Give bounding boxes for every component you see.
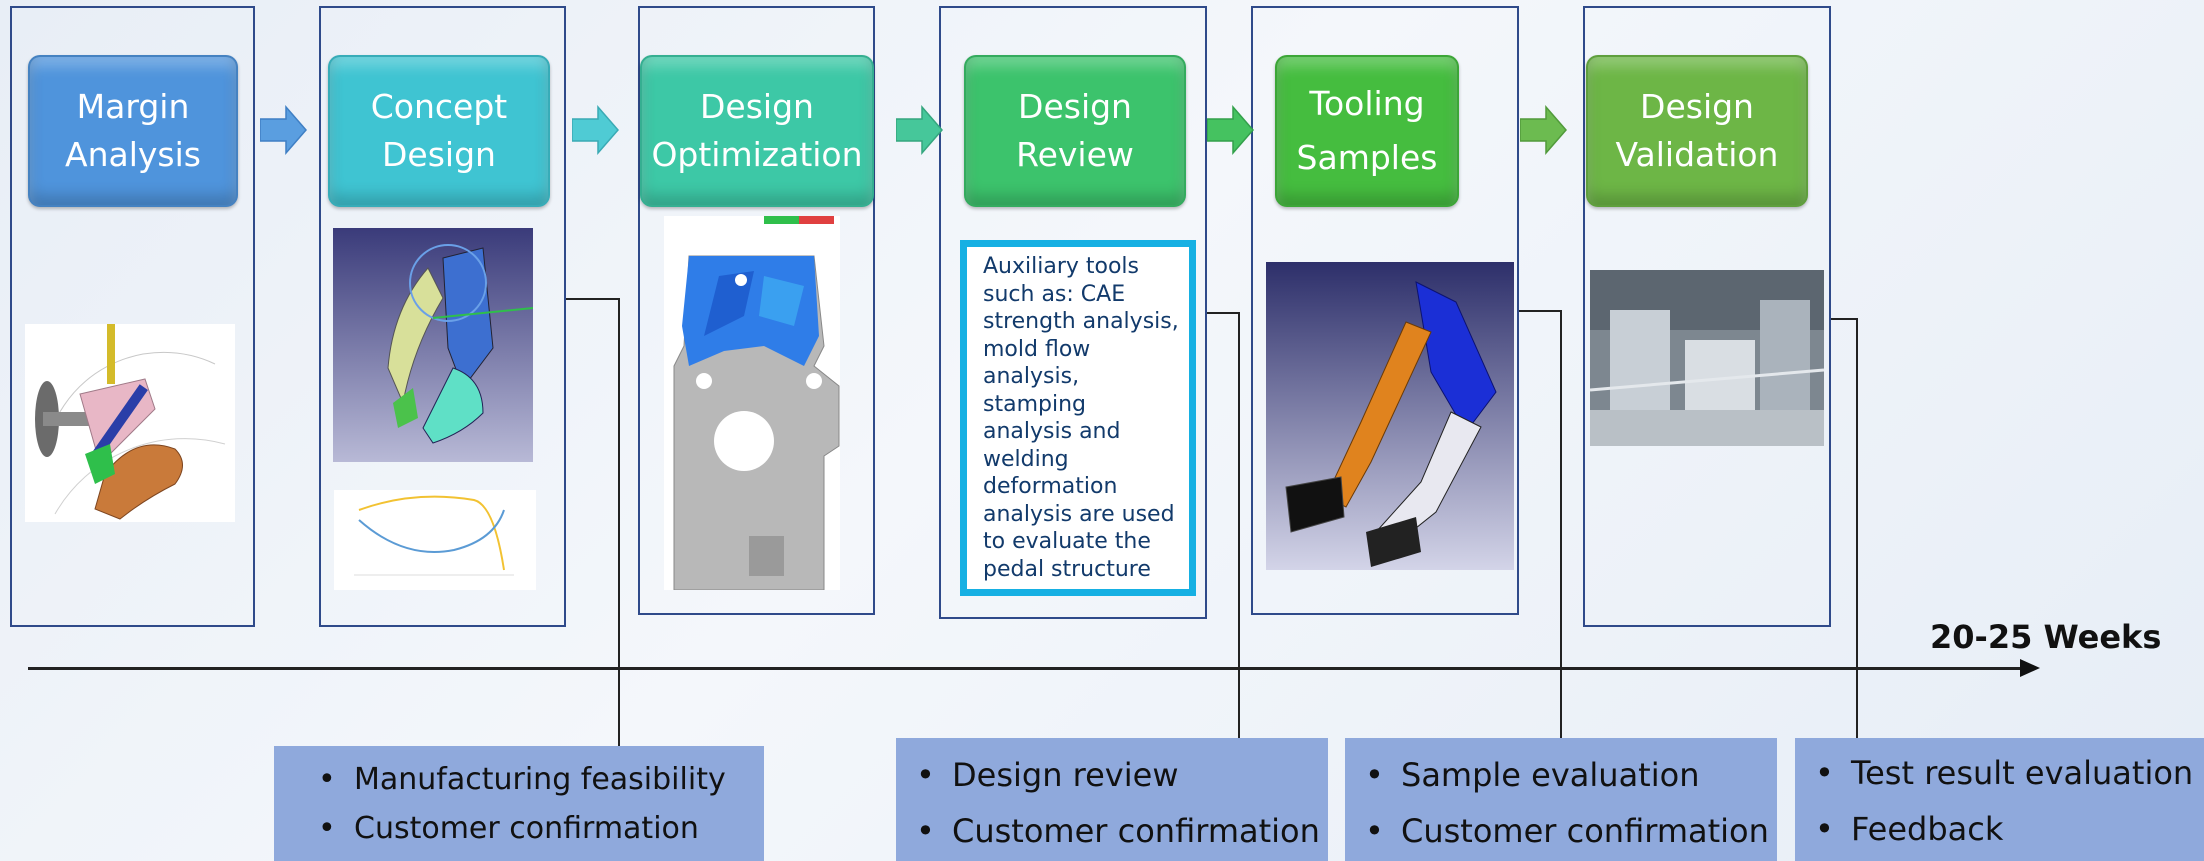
milestone-item: Sample evaluation (1365, 756, 1777, 794)
stage-title-line2: Design (382, 135, 496, 174)
stage-title-line2: Review (1016, 135, 1134, 174)
milestone-item: Customer confirmation (916, 812, 1328, 850)
connector-line (1856, 318, 1858, 738)
connector-line (1207, 312, 1239, 314)
stage-column-design-review (939, 6, 1207, 619)
stage-column-margin-analysis (10, 6, 255, 627)
connector-line (1519, 310, 1561, 312)
connector-line (1831, 318, 1857, 320)
flow-arrow-icon (572, 105, 619, 155)
flow-arrow-icon (1520, 105, 1567, 155)
stage-title-line1: Concept (370, 87, 508, 127)
stage-column-design-optimization (638, 6, 875, 615)
milestone-box-review: Design review Customer confirmation (896, 738, 1328, 861)
milestone-item: Manufacturing feasibility (318, 762, 764, 797)
stage-column-design-validation (1583, 6, 1831, 627)
pedal-sample-render-image (1266, 262, 1514, 570)
timeline-arrowhead-icon (2020, 659, 2040, 677)
pedal-mechanism-sketch-image (25, 324, 235, 522)
flow-arrow-icon (896, 105, 943, 155)
connector-line (566, 298, 619, 300)
milestone-box-concept: Manufacturing feasibility Customer confi… (274, 746, 764, 861)
connector-line (1560, 310, 1562, 738)
fea-stress-plot-image (664, 216, 840, 590)
concept-cad-model-image (333, 228, 533, 462)
flow-arrow-icon (260, 105, 307, 155)
milestone-item: Customer confirmation (318, 811, 764, 846)
test-lab-photo-image (1590, 270, 1824, 446)
flow-arrow-icon (1207, 105, 1254, 155)
milestone-item: Design review (916, 756, 1328, 794)
stage-title-line2: Analysis (65, 135, 201, 174)
stage-title-line1: Design (1018, 87, 1132, 127)
timeline-duration-label: 20-25 Weeks (1930, 618, 2162, 656)
stage-title-line2: Optimization (651, 135, 863, 174)
milestone-box-validation: Test result evaluation Feedback (1795, 738, 2204, 861)
stage-title-line2: Samples (1296, 138, 1438, 177)
milestone-item: Feedback (1815, 810, 2204, 848)
stage-title-line1: Design (1640, 87, 1754, 127)
auxiliary-tools-note: Auxiliary tools such as: CAE strength an… (960, 240, 1196, 596)
stage-title-line1: Tooling (1309, 83, 1425, 123)
milestone-item: Test result evaluation (1815, 754, 2204, 792)
stage-title-line2: Validation (1615, 135, 1779, 174)
milestone-box-samples: Sample evaluation Customer confirmation (1345, 738, 1777, 861)
stage-title-line1: Margin (76, 87, 190, 127)
stage-column-concept-design (319, 6, 566, 627)
stage-column-tooling-samples (1251, 6, 1519, 615)
connector-line (1238, 312, 1240, 738)
auxiliary-tools-text: Auxiliary tools such as: CAE strength an… (983, 254, 1179, 582)
timeline-axis (28, 667, 2033, 670)
milestone-item: Customer confirmation (1365, 812, 1777, 850)
connector-line (618, 298, 620, 746)
concept-curve-chart-image (334, 490, 536, 590)
stage-title-line1: Design (700, 87, 814, 127)
